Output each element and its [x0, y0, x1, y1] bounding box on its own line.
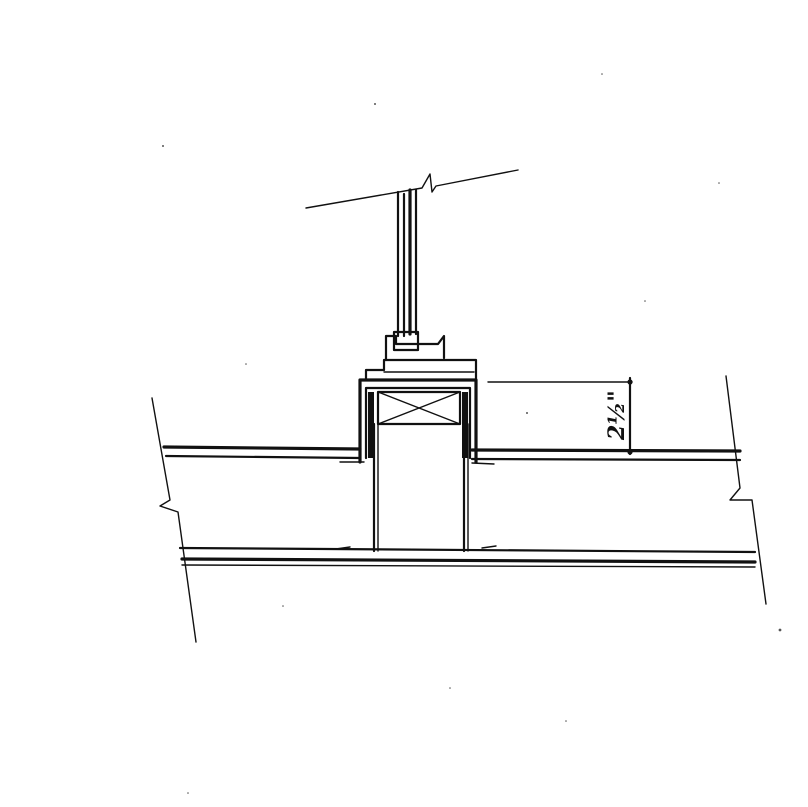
dimension-line — [487, 376, 633, 456]
jamb-walls — [372, 422, 469, 553]
paper-specks — [162, 73, 782, 794]
dimension-label: 2½" — [604, 390, 630, 441]
upper-slab — [162, 445, 742, 465]
frame-head — [358, 330, 478, 464]
left-break-line — [151, 397, 197, 643]
mullion — [396, 188, 418, 338]
top-break-line — [305, 169, 519, 209]
right-break-line — [725, 375, 767, 605]
